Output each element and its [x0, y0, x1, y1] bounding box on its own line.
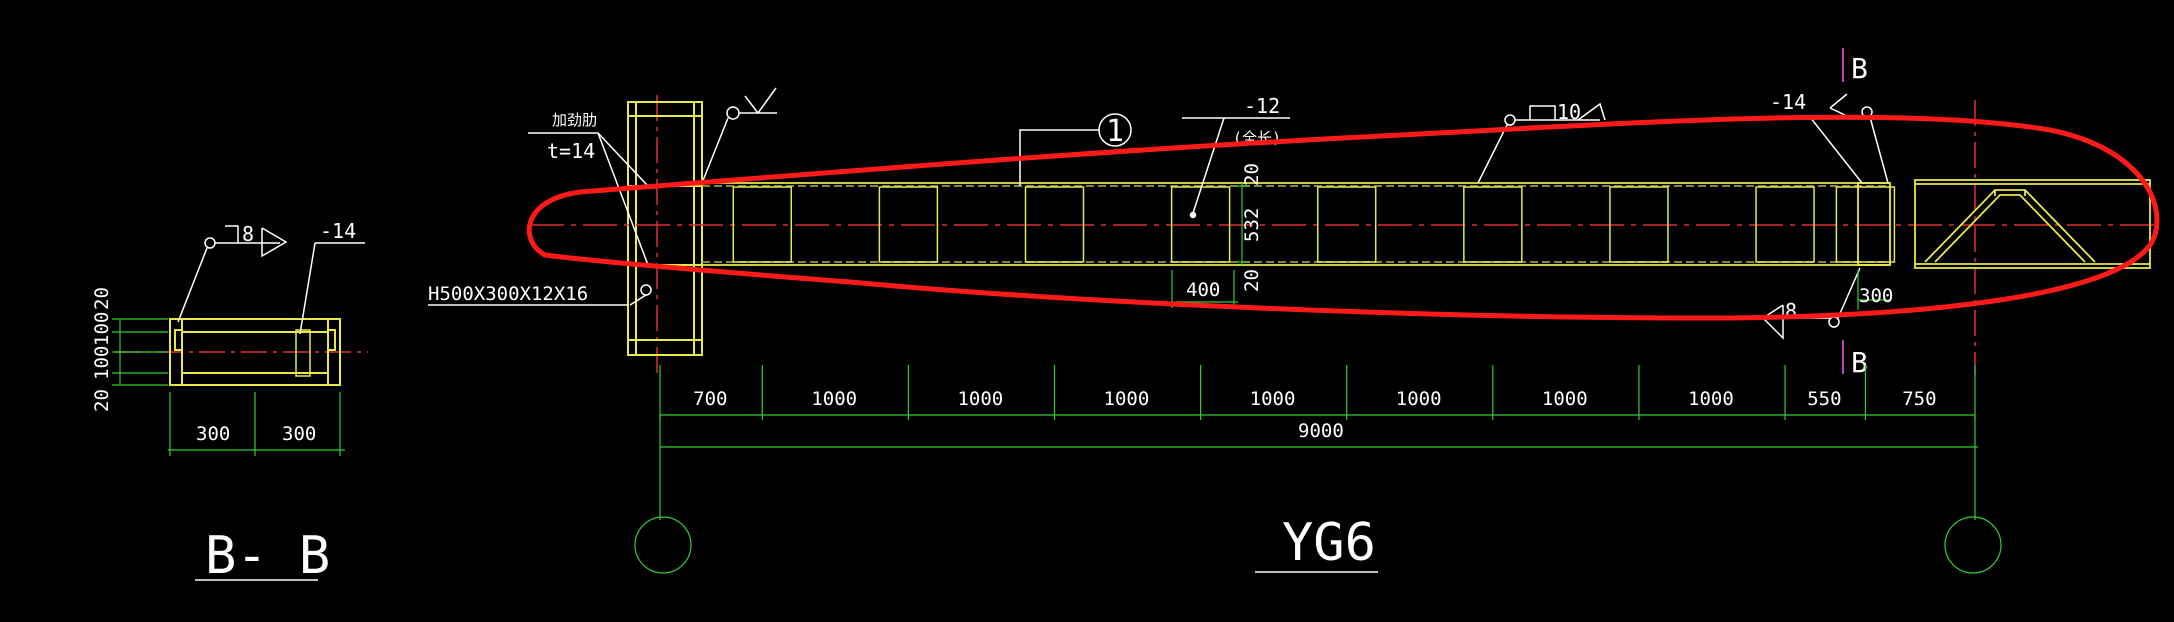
- column-h-section: 加劲肋 t=14 H500X300X12X16: [428, 87, 777, 375]
- end-dim: 300: [1859, 285, 1893, 307]
- cut-label-bottom: B: [1851, 346, 1868, 379]
- section-height-dim-1: 20: [91, 287, 113, 310]
- beam-depth-dim-bottom: 20: [1241, 269, 1263, 292]
- section-title: B- B: [205, 526, 330, 586]
- section-height-dim-2: 100: [91, 312, 113, 346]
- span-dim-4: 1000: [1104, 388, 1150, 410]
- web-plate: [1755, 186, 1815, 263]
- section-height-dimension: [112, 318, 168, 386]
- span-dim-9: 550: [1807, 388, 1841, 410]
- web-plates: [732, 186, 1896, 263]
- red-markup-outline: [526, 114, 2160, 321]
- section-b-b-view: 8 -14 20 100 100 20 300 300 B- B: [91, 219, 368, 586]
- weld-bottom-label: 8: [1785, 299, 1797, 323]
- section-width-dim-2: 300: [282, 423, 316, 445]
- cut-label-top: B: [1851, 52, 1868, 85]
- web-plate: [732, 186, 793, 263]
- web-plate: [1170, 186, 1231, 263]
- section-outline: [169, 318, 341, 386]
- weld-top-label: 10: [1557, 100, 1581, 124]
- section-width-dim-1: 300: [196, 423, 230, 445]
- span-dim-10: 750: [1902, 388, 1936, 410]
- web-plate: [1463, 186, 1523, 263]
- stiffener-thickness: t=14: [547, 139, 595, 163]
- plate-spacing-dim: 400: [1186, 279, 1220, 301]
- web-plate: [1316, 186, 1377, 263]
- span-dim-1: 700: [693, 388, 727, 410]
- section-weld-label: 8: [242, 222, 254, 246]
- section-plate-label: -14: [320, 219, 356, 243]
- web-plate: [1609, 186, 1669, 263]
- web-plate: [1835, 186, 1896, 263]
- section-width-dimension: [168, 392, 345, 456]
- column-section-label: H500X300X12X16: [428, 283, 588, 305]
- span-dim-6: 1000: [1396, 388, 1442, 410]
- beam-depth-dim-top: 20: [1241, 163, 1263, 186]
- span-dimension-chain: 700 1000 1000 1000 1000 1000 1000 1000 550 750: [659, 365, 1976, 420]
- span-dim-8: 1000: [1688, 388, 1734, 410]
- section-height-dim-4: 20: [91, 389, 113, 412]
- beam-title: YG6: [1282, 513, 1376, 573]
- web-plate: [878, 186, 939, 263]
- beam-depth-dim-mid: 532: [1241, 208, 1263, 242]
- stiffener-label: 加劲肋: [552, 111, 597, 129]
- span-dim-7: 1000: [1542, 388, 1588, 410]
- span-dim-5: 1000: [1250, 388, 1296, 410]
- span-dim-3: 1000: [957, 388, 1003, 410]
- beam-plate-label: -12: [1244, 94, 1280, 118]
- span-dim-2: 1000: [811, 388, 857, 410]
- end-plate-label: -14: [1770, 90, 1806, 114]
- beam-elevation: 1 -12 (全长) 10 -14 8 20 532 20 400 300: [530, 48, 2160, 574]
- detail-number: 1: [1106, 114, 1124, 149]
- web-plate: [1024, 186, 1085, 263]
- total-span-dim: 9000: [1298, 420, 1344, 442]
- section-height-dim-3: 100: [91, 346, 113, 380]
- section-leaders: [177, 225, 365, 335]
